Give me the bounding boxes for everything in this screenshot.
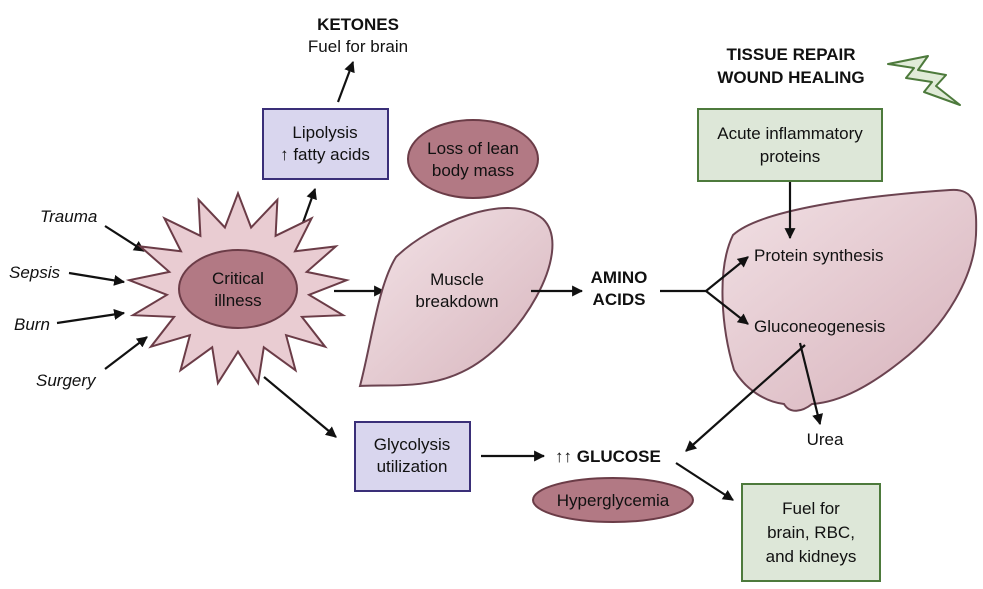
cause-sepsis: Sepsis [9, 263, 61, 282]
lipolysis-box [262, 108, 389, 180]
hyperglycemia-label: Hyperglycemia [557, 491, 670, 510]
loss-lean-line1: Loss of lean [427, 139, 519, 158]
fuel-line2: brain, RBC, [767, 523, 855, 542]
cause-surgery: Surgery [36, 371, 97, 390]
arrow-sepsis [68, 271, 126, 286]
arrow-to-protein-synthesis [705, 256, 749, 292]
fuel-line1: Fuel for [782, 499, 840, 518]
amino-acids-line1: AMINO [591, 268, 648, 287]
lipolysis-line2: ↑ fatty acids [280, 145, 370, 164]
protein-synthesis-label: Protein synthesis [754, 246, 883, 265]
glycolysis-line1: Glycolysis [374, 435, 451, 454]
loss-of-lean-body-mass-ellipse [407, 119, 539, 199]
muscle-line2: breakdown [415, 292, 498, 311]
arrow-burn [56, 309, 126, 325]
arrow-gluconeogenesis-to-urea [798, 342, 823, 426]
tissue-repair-line2: WOUND HEALING [717, 68, 864, 87]
fuel-line3: and kidneys [766, 547, 857, 566]
hyperglycemia-ellipse [532, 477, 694, 523]
arrow-to-gluconeogenesis [705, 290, 749, 325]
fuel-box [741, 483, 881, 582]
arrow-illness-to-glycolysis [263, 376, 337, 438]
acute-inflammatory-line1: Acute inflammatory [717, 124, 863, 143]
muscle-shape [358, 207, 554, 388]
urea-label: Urea [807, 430, 844, 449]
arrow-surgery [104, 336, 148, 370]
arrow-lipolysis-to-ketones [336, 60, 355, 103]
gluconeogenesis-label: Gluconeogenesis [754, 317, 885, 336]
tissue-repair-line1: TISSUE REPAIR [726, 45, 855, 64]
acute-inflammatory-line2: proteins [760, 147, 820, 166]
cause-trauma: Trauma [40, 207, 97, 226]
glycolysis-box [354, 421, 471, 492]
arrow-glucose-to-fuel [675, 462, 734, 501]
ketones-subtitle: Fuel for brain [308, 37, 408, 56]
glucose-label: ↑↑ GLUCOSE [555, 447, 661, 466]
amino-acids-line2: ACIDS [593, 290, 646, 309]
glycolysis-line2: utilization [377, 457, 448, 476]
critical-illness-ellipse [178, 249, 298, 329]
lipolysis-line1: Lipolysis [292, 123, 357, 142]
critical-illness-line2: illness [214, 291, 261, 310]
critical-illness-line1: Critical [212, 269, 264, 288]
ketones-title: KETONES [317, 15, 399, 34]
muscle-line1: Muscle [430, 270, 484, 289]
liver-shape [721, 188, 978, 412]
lightning-bolt-icon [887, 55, 961, 106]
arrow-gluconeogenesis-to-glucose [685, 344, 806, 452]
cause-burn: Burn [14, 315, 50, 334]
acute-inflammatory-proteins-box [697, 108, 883, 182]
loss-lean-line2: body mass [432, 161, 514, 180]
arrow-trauma [104, 225, 145, 252]
